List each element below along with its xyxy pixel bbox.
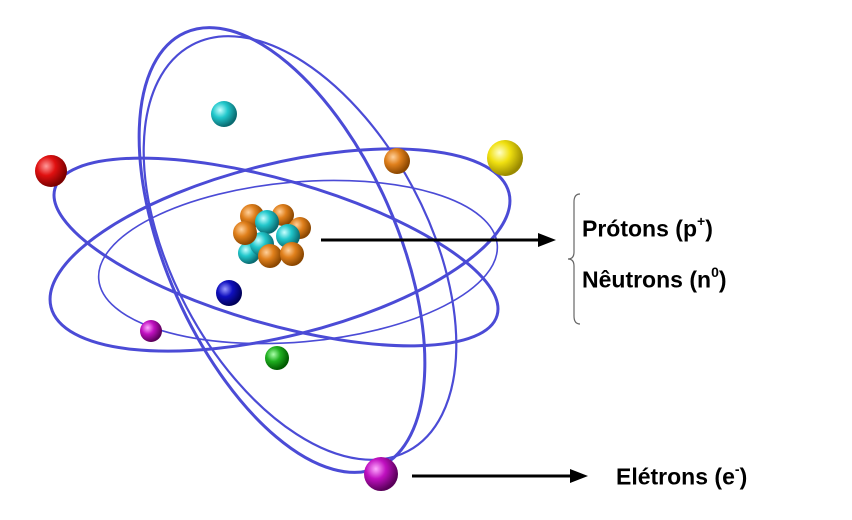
- brace: [568, 194, 580, 324]
- proton: [258, 244, 282, 268]
- proton: [280, 242, 304, 266]
- neutrons-charge: 0: [711, 264, 719, 280]
- protons-label: Prótons (p+): [582, 215, 713, 243]
- electrons-charge: -: [735, 461, 740, 477]
- electrons-name: Elétrons: [616, 464, 708, 490]
- electron-magenta: [364, 457, 398, 491]
- electron-magenta-small: [140, 320, 162, 342]
- neutrons-name: Nêutrons: [582, 267, 683, 293]
- electron-yellow: [487, 140, 523, 176]
- electron-green: [265, 346, 289, 370]
- electron-red: [35, 155, 67, 187]
- neutrons-label: Nêutrons (n0): [582, 266, 727, 294]
- protons-name: Prótons: [582, 216, 669, 242]
- neutron: [255, 210, 279, 234]
- electron-cyan: [211, 101, 237, 127]
- electron-blue: [216, 280, 242, 306]
- proton: [233, 221, 257, 245]
- protons-charge: +: [697, 213, 705, 229]
- electron-orange: [384, 148, 410, 174]
- electrons-label: Elétrons (e-): [616, 463, 747, 491]
- electrons-symbol: e: [722, 464, 735, 490]
- electron-arrow: [412, 469, 588, 483]
- protons-symbol: p: [683, 216, 697, 242]
- nucleus: [233, 204, 311, 268]
- neutrons-symbol: n: [697, 267, 711, 293]
